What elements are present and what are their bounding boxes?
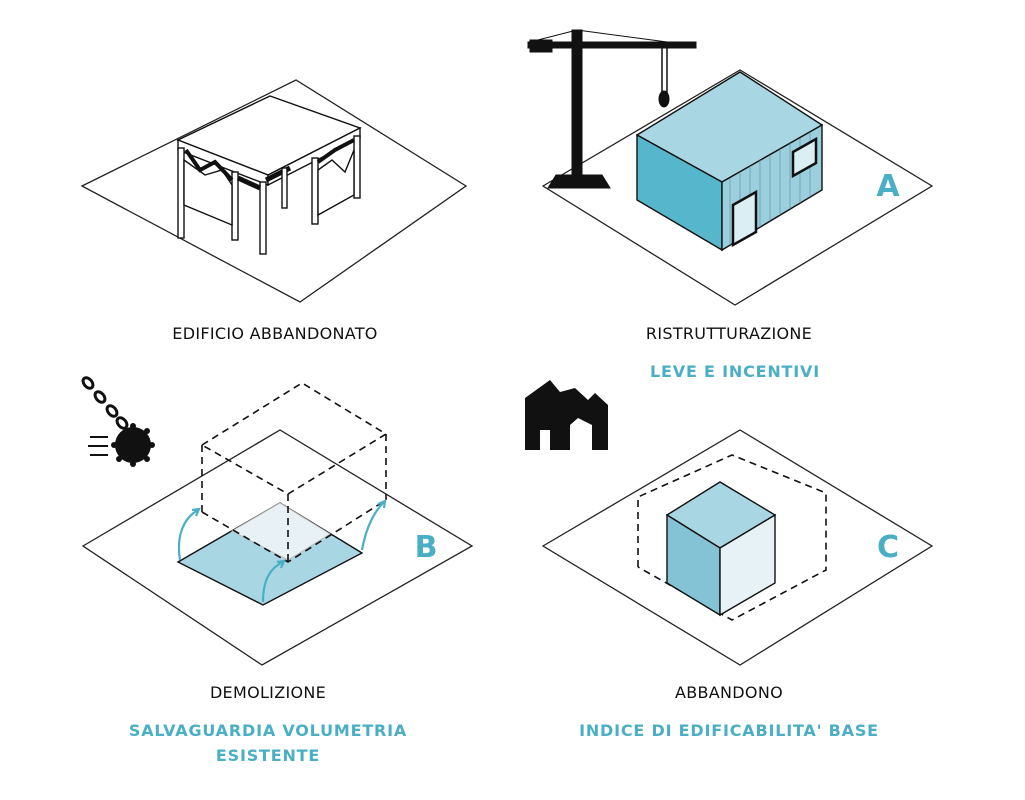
dashed-volume bbox=[637, 454, 827, 621]
wrecking-ball-icon bbox=[81, 376, 155, 467]
panel-subtitle: LEVE E INCENTIVI bbox=[650, 362, 820, 381]
crane-icon bbox=[527, 29, 697, 189]
cube-icon bbox=[665, 481, 777, 617]
option-letter: A bbox=[876, 169, 900, 204]
option-letter: B bbox=[415, 530, 438, 565]
panel-renovation: A RISTRUTTURAZIONE LEVE E INCENTIVI bbox=[527, 29, 934, 381]
window bbox=[791, 136, 818, 179]
ground-plane bbox=[541, 69, 934, 306]
ruin-silhouette-icon bbox=[525, 380, 608, 450]
panel-subtitle-line2: ESISTENTE bbox=[216, 746, 320, 765]
panel-abandoned-building: EDIFICIO ABBANDONATO bbox=[80, 79, 468, 343]
panel-label: DEMOLIZIONE bbox=[210, 683, 326, 702]
ground-plane bbox=[541, 429, 934, 666]
ground-plane bbox=[80, 79, 468, 303]
container-building-icon bbox=[635, 71, 824, 252]
panel-label: ABBANDONO bbox=[675, 683, 783, 702]
option-letter: C bbox=[877, 530, 899, 565]
dashed-volume bbox=[200, 382, 388, 563]
ground-plane bbox=[81, 429, 474, 666]
panel-subtitle-line1: SALVAGUARDIA VOLUMETRIA bbox=[129, 721, 407, 740]
ruined-building-icon bbox=[176, 95, 362, 255]
panel-label: EDIFICIO ABBANDONATO bbox=[172, 324, 377, 343]
panel-label: RISTRUTTURAZIONE bbox=[646, 324, 812, 343]
lift-arrows-icon bbox=[177, 499, 387, 603]
panel-abandonment: C ABBANDONO INDICE DI EDIFICABILITA' BAS… bbox=[525, 380, 934, 740]
door bbox=[731, 189, 758, 248]
panel-subtitle: INDICE DI EDIFICABILITA' BASE bbox=[579, 721, 879, 740]
panel-demolition: B DEMOLIZIONE SALVAGUARDIA VOLUMETRIA ES… bbox=[81, 376, 474, 765]
